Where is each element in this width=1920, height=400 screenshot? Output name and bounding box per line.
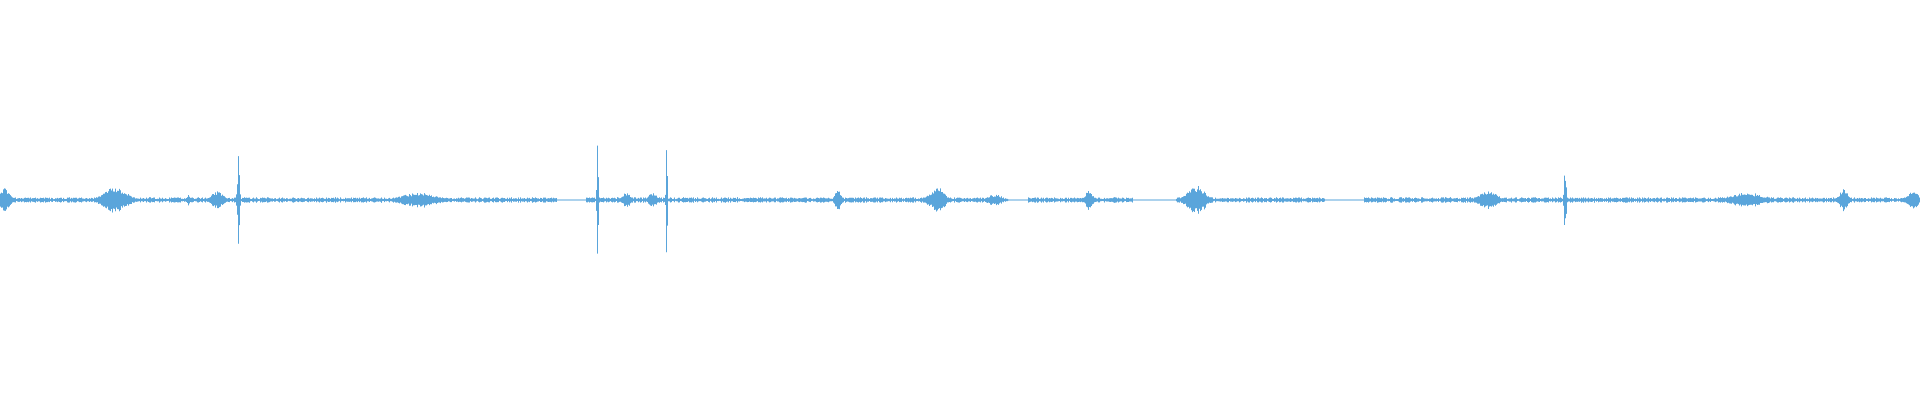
waveform-sample-path (0, 145, 1920, 254)
waveform-samples (0, 145, 1920, 254)
